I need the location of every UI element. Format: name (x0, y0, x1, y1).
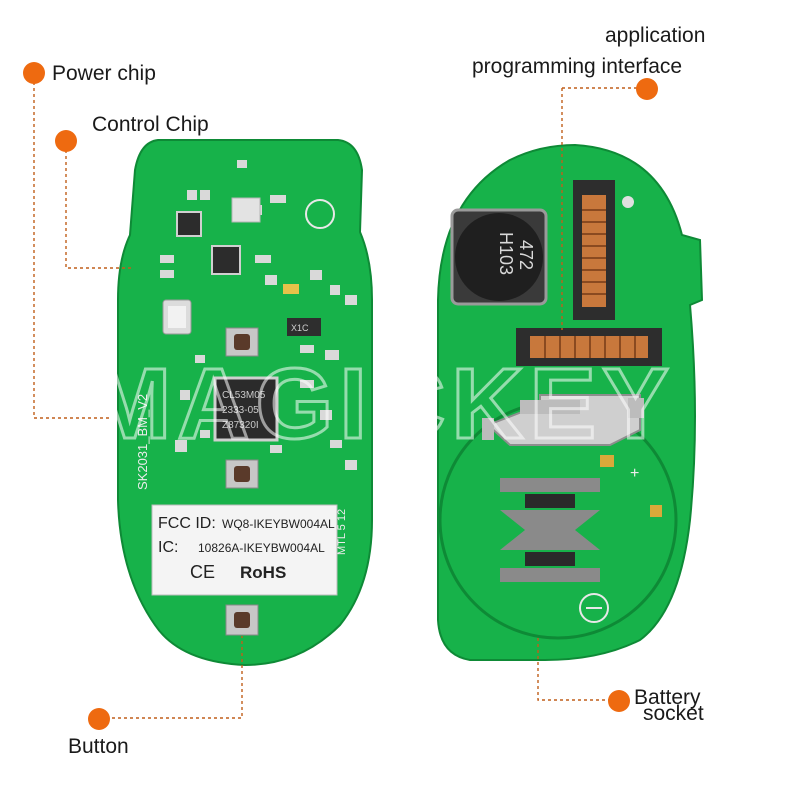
api-label-line2: programming interface (472, 55, 683, 78)
crystal-chip-text: X1C (291, 323, 309, 333)
back-pcb-board: 472 H103 (437, 143, 704, 661)
control-chip-marker (55, 130, 77, 152)
battery-socket: + (438, 394, 678, 640)
control-chip: CL53M05 2333-05 Z87320I (213, 376, 279, 442)
battery-clip-left (482, 418, 494, 440)
api-coil-horizontal (516, 328, 662, 366)
smd-pad (345, 460, 357, 470)
inductor-line1: 472 (516, 240, 536, 270)
button-label: Button (68, 735, 129, 758)
smd-pad (300, 345, 314, 353)
front-small-components (160, 160, 357, 470)
smd-pad (200, 430, 210, 438)
smd-pad (310, 270, 322, 280)
battery-clip-top (520, 400, 580, 414)
smd-pad (187, 190, 197, 200)
battery-contact (500, 478, 600, 582)
smd-pad (270, 445, 282, 453)
power-chip-label: Power chip (52, 62, 156, 85)
watermark: MAGICKEY (88, 348, 675, 460)
smd-pad (200, 190, 210, 200)
control-chip-line2: 2333-05 (222, 405, 259, 416)
power-chip (176, 211, 202, 237)
smd-pad (300, 380, 314, 388)
board-side-text: MTL 5 12 (336, 509, 348, 555)
yellow-component (283, 284, 299, 294)
fcc-label: FCC ID: WQ8-IKEYBW004AL IC: 10826A-IKEYB… (151, 504, 338, 596)
api-marker (636, 78, 658, 100)
ic-prefix: IC: (158, 539, 178, 556)
power-chip-marker (23, 62, 45, 84)
battery-label-line2: socket (643, 702, 704, 725)
smd-pad (270, 195, 286, 203)
gold-pad (650, 505, 662, 517)
api-coil-vertical (573, 180, 615, 320)
battery-marker (608, 690, 630, 712)
button-bottom (225, 604, 259, 636)
power-chip-2 (211, 245, 241, 275)
leader-button (112, 636, 243, 719)
fcc-prefix: FCC ID: (158, 515, 216, 532)
button-middle (225, 459, 259, 489)
pb-free-logo (305, 199, 335, 229)
smd-pad (265, 275, 277, 285)
front-pcb-board: X1C CL53M05 2333-05 Z87320I (117, 139, 373, 667)
smd-pad (320, 410, 332, 420)
plus-mark: + (630, 465, 639, 482)
rohs-mark: RoHS (240, 563, 286, 582)
control-chip-label: Control Chip (92, 113, 209, 136)
smd-pad (330, 440, 342, 448)
gold-pad (600, 455, 614, 467)
fcc-value: WQ8-IKEYBW004AL (222, 517, 335, 531)
minus-circle (579, 593, 609, 623)
leader-battery (537, 638, 616, 701)
leader-lines (33, 82, 648, 719)
smd-pad (195, 355, 205, 363)
smd-pad (160, 255, 174, 263)
leader-control-chip (65, 150, 132, 269)
battery-clip-right (628, 398, 644, 418)
ce-mark: CE (190, 562, 215, 582)
battery-label-line1: Battery (634, 686, 701, 709)
smd-pad (160, 270, 174, 278)
smd-pad (255, 255, 271, 263)
sensor-pad (231, 197, 261, 223)
button-top (225, 327, 259, 357)
control-chip-line1: CL53M05 (222, 390, 266, 401)
power-inductor: 472 H103 (450, 208, 548, 306)
api-label-line1: application (605, 24, 706, 47)
inductor-line2: H103 (496, 232, 516, 275)
smd-pad (237, 160, 247, 168)
smd-pad (345, 295, 357, 305)
ic-value: 10826A-IKEYBW004AL (198, 541, 325, 555)
crystal-top (168, 306, 186, 328)
smd-pad (330, 285, 340, 295)
smd-pad (175, 440, 187, 452)
via-hole (622, 196, 634, 208)
crystal-chip (287, 318, 321, 336)
leader-power-chip (33, 82, 112, 419)
smd-pad (180, 390, 190, 400)
button-marker (88, 708, 110, 730)
control-chip-line3: Z87320I (222, 420, 259, 431)
board-model-text: SK2031_BM_V2 (135, 394, 150, 490)
smd-pad (325, 350, 339, 360)
